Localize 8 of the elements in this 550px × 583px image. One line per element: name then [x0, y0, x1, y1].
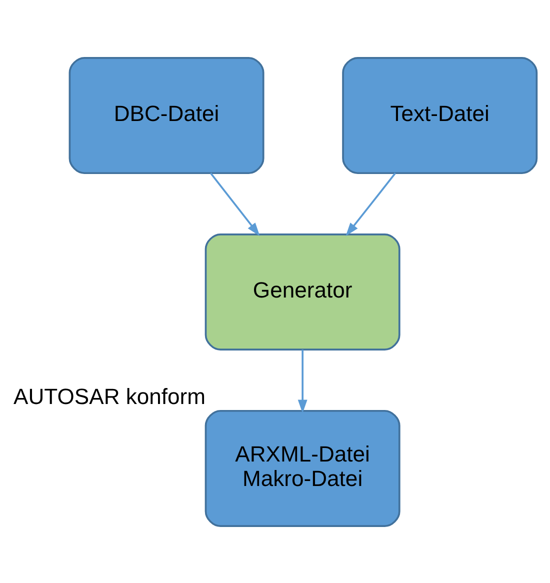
arrow: [210, 172, 260, 236]
node-box: ARXML-Datei Makro-Datei: [204, 409, 400, 527]
node-box: DBC-Datei: [68, 56, 264, 174]
arrow: [346, 172, 396, 236]
arrow: [298, 349, 308, 413]
node-box: Generator: [204, 232, 400, 350]
node-label: AUTOSAR konform: [14, 384, 206, 409]
node-box: Text-Datei: [342, 56, 538, 174]
